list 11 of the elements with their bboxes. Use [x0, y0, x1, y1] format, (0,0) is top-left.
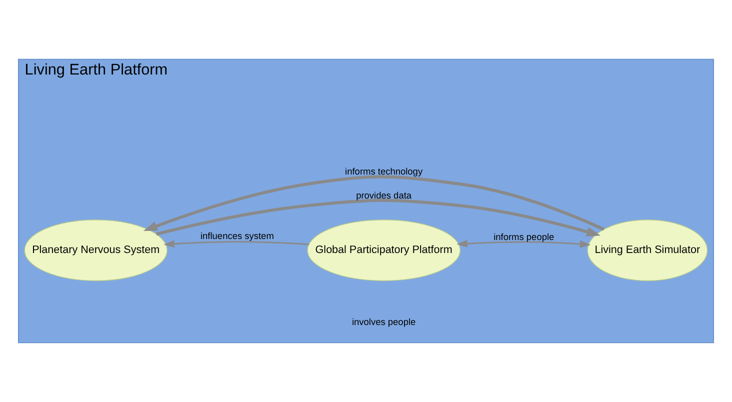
edge-label: informs technology [345, 166, 423, 176]
edge-label: informs people [494, 232, 554, 242]
arrow [164, 240, 309, 248]
arrow [456, 240, 591, 248]
edge-label: influences system [200, 231, 274, 242]
label: involves people [352, 317, 416, 328]
arrow [143, 175, 605, 232]
arrow [156, 198, 601, 237]
node-ellipse: Living Earth Simulator [587, 220, 708, 282]
node-ellipse: Global Participatory Platform [307, 220, 461, 282]
edge-label: provides data [356, 190, 412, 200]
